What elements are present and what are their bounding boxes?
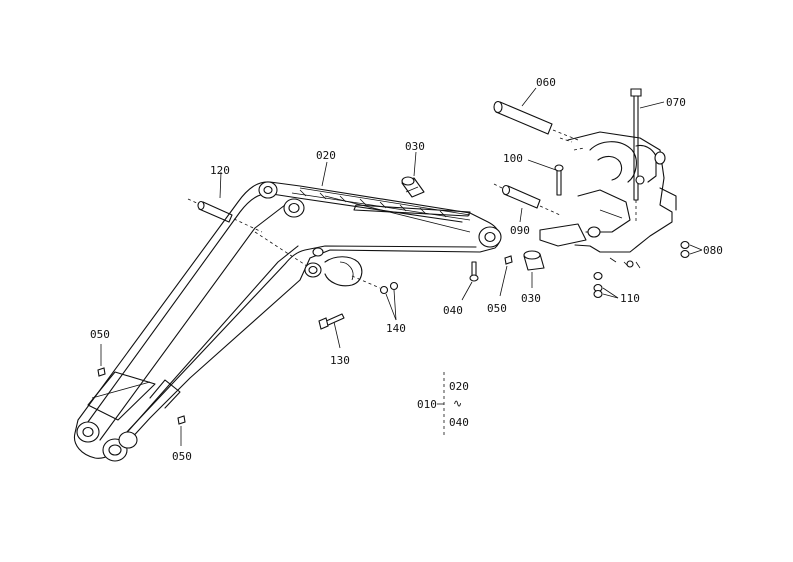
label-040: 040 [443,304,463,317]
label-tilde: ∿ [453,397,462,410]
leader-lines [219,87,665,288]
label-030-bottom: 030 [521,292,541,305]
label-050-mid: 050 [487,302,507,315]
boom-bosses [76,181,502,462]
pin-090 [493,183,561,216]
grease-nipple-050-bottom [177,415,186,446]
label-050-left: 050 [90,328,110,341]
label-020: 020 [316,149,336,162]
label-040-group: 040 [449,416,469,429]
label-030-top: 030 [405,140,425,153]
pin-120 [187,198,263,233]
label-060: 060 [536,76,556,89]
label-120: 120 [210,164,230,177]
boom-drawing [73,181,501,459]
bolt-070 [630,88,642,222]
grease-nipple-050-left [97,344,106,377]
bolt-100 [554,164,564,196]
label-110: 110 [620,292,640,305]
label-130: 130 [330,354,350,367]
label-100: 100 [503,152,523,165]
grease-nipple-040 [461,261,479,301]
label-010: 010 [417,398,437,411]
label-080: 080 [703,244,723,257]
label-020-group: 020 [449,380,469,393]
grease-nipple-050-mid [499,255,513,297]
part-labels: 010 020 ∿ 040 020 030 030 040 050 050 05… [90,76,723,463]
bushing-030-bottom [523,250,545,271]
nuts-080 [680,240,703,259]
group-bracket-010 [437,372,445,436]
nuts-140 [351,275,399,321]
pin-060 [493,100,579,141]
label-090: 090 [510,224,530,237]
bushing-030-top [401,176,425,198]
label-050-bottom: 050 [172,450,192,463]
nuts-110 [593,271,619,299]
swing-bracket [539,131,677,269]
label-070: 070 [666,96,686,109]
label-140: 140 [386,322,406,335]
bolt-130 [318,313,345,349]
